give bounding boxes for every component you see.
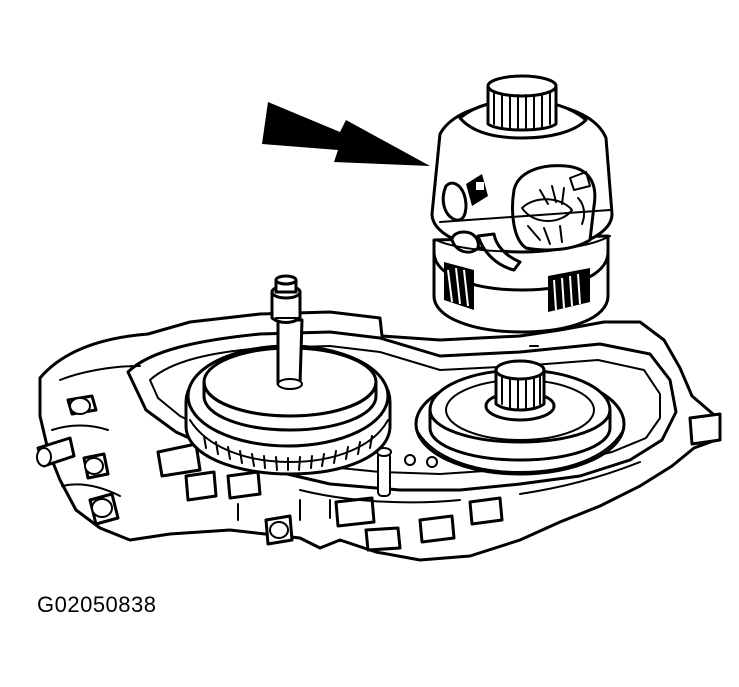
gear-shaft-icon (184, 274, 392, 476)
pointer-arrow-icon (262, 102, 430, 166)
differential-assembly-icon (430, 74, 614, 334)
figure-caption-id: G02050838 (37, 592, 157, 617)
pinion-gear-icon (414, 345, 626, 476)
